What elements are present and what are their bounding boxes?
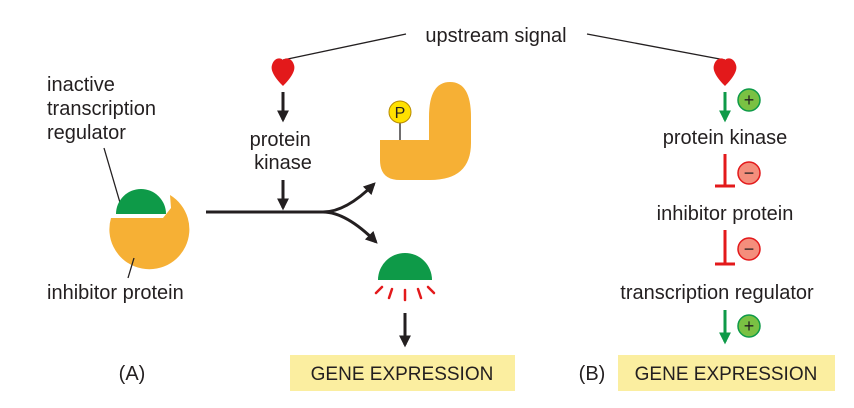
step-protein-kinase-label: protein kinase: [663, 127, 788, 149]
inhibitor-label-leader: [127, 257, 135, 279]
step-transcription-regulator-label: transcription regulator: [620, 282, 814, 304]
activity-rays-icon: [374, 285, 436, 302]
protein-kinase-label: protein kinase: [250, 129, 317, 174]
branch-to-phosphorylated: [322, 182, 376, 214]
panel-a-label: (A): [119, 363, 146, 385]
panel-a: protein kinase inactive transcription re…: [47, 58, 515, 391]
minus-badge-1-icon: [737, 161, 761, 185]
minus-sign-1: −: [744, 163, 755, 183]
active-regulator-shape: [378, 253, 432, 280]
plus-badge-2-icon: [737, 314, 761, 338]
plus-sign-1: +: [744, 90, 755, 110]
kinase-label-line-1: protein: [250, 129, 311, 151]
minus-sign-2: −: [744, 239, 755, 259]
gene-expression-box-b: [618, 355, 835, 391]
kinase-label-line-2: kinase: [254, 152, 312, 174]
panel-b-label: (B): [579, 363, 606, 385]
gene-expression-box-a: [290, 355, 515, 391]
step-inhibitor-protein-label: inhibitor protein: [657, 203, 794, 225]
inhibitor-protein-label: inhibitor protein: [47, 282, 184, 304]
inactive-label-line-1: inactive: [47, 74, 115, 96]
signal-molecule-icon: [271, 58, 295, 86]
inactive-regulator-label: inactive transcription regulator: [47, 74, 162, 144]
plus-badge-1-icon: [737, 88, 761, 112]
phosphate-label: P: [395, 105, 406, 122]
minus-badge-2-icon: [737, 237, 761, 261]
signal-connector-right: [586, 33, 726, 61]
panel-b: + protein kinase − inhibitor protein − t…: [579, 58, 835, 391]
inactive-label-leader: [103, 147, 122, 207]
phosphorylated-inhibitor-shape: [380, 82, 471, 180]
branch-to-active-regulator: [322, 210, 378, 244]
inactive-label-line-2: transcription: [47, 98, 156, 120]
signal-molecule-b-icon: [713, 58, 737, 86]
plus-sign-2: +: [744, 316, 755, 336]
signal-connector-left: [282, 33, 407, 61]
gene-expression-label-b: GENE EXPRESSION: [635, 364, 818, 385]
inhibitor-protein-shape: [109, 195, 190, 270]
inactive-regulator-shape: [116, 189, 166, 214]
gene-expression-label-a: GENE EXPRESSION: [311, 364, 494, 385]
phosphate-badge-icon: [388, 100, 412, 124]
inactive-label-line-3: regulator: [47, 122, 126, 144]
upstream-signal-label: upstream signal: [425, 25, 566, 47]
